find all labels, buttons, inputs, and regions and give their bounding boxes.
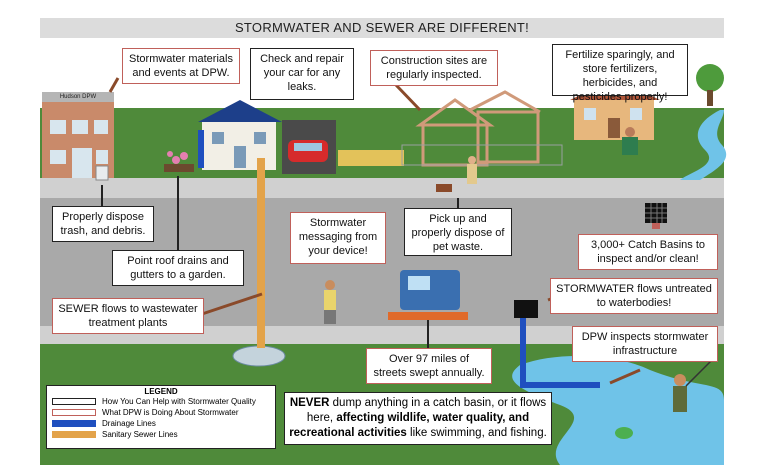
never-dump-message: NEVER dump anything in a catch basin, or… bbox=[284, 392, 552, 445]
callout-dpw-materials: Stormwater materials and events at DPW. bbox=[122, 48, 240, 84]
callout-catch-basins: 3,000+ Catch Basins to inspect and/or cl… bbox=[578, 234, 718, 270]
page-title: STORMWATER AND SEWER ARE DIFFERENT! bbox=[40, 18, 724, 38]
legend-item-dpw: What DPW is Doing About Stormwater bbox=[52, 407, 275, 418]
never-part1: dump anything in a catch basin, or it fl… bbox=[306, 397, 547, 424]
treatment-plant bbox=[232, 345, 286, 367]
hay-bales bbox=[338, 150, 404, 166]
legend-label-drainage: Drainage Lines bbox=[102, 419, 156, 428]
callout-trash: Properly dispose trash, and debris. bbox=[52, 206, 154, 242]
legend-label-sewer: Sanitary Sewer Lines bbox=[102, 430, 178, 439]
legend-item-help: How You Can Help with Stormwater Quality bbox=[52, 396, 275, 407]
dog bbox=[436, 184, 452, 192]
drainage-line-street bbox=[520, 318, 600, 388]
tree bbox=[696, 64, 724, 92]
legend-swatch-sewer bbox=[52, 431, 96, 438]
callout-car-repair: Check and repair your car for any leaks. bbox=[250, 48, 354, 100]
callout-fertilize: Fertilize sparingly, and store fertilize… bbox=[552, 44, 688, 103]
trash-can bbox=[95, 165, 109, 181]
callout-streets-swept: Over 97 miles of streets swept annually. bbox=[366, 348, 492, 384]
callout-dpw-inspects: DPW inspects stormwater infrastructure bbox=[572, 326, 718, 362]
callout-messaging: Stormwater messaging from your device! bbox=[290, 212, 386, 264]
sewer-line bbox=[257, 158, 265, 348]
upper-stream bbox=[680, 110, 727, 180]
legend-label-dpw: What DPW is Doing About Stormwater bbox=[102, 408, 239, 417]
legend-swatch-dpw bbox=[52, 409, 96, 416]
callout-stormwater-flows: STORMWATER flows untreated to waterbodie… bbox=[550, 278, 718, 314]
upper-sidewalk bbox=[40, 178, 724, 198]
legend-swatch-drainage bbox=[52, 420, 96, 427]
legend-item-sewer: Sanitary Sewer Lines bbox=[52, 429, 275, 440]
callout-roof-drains: Point roof drains and gutters to a garde… bbox=[112, 250, 244, 286]
never-lead: NEVER bbox=[289, 397, 330, 409]
legend: LEGEND How You Can Help with Stormwater … bbox=[46, 385, 276, 449]
frog bbox=[615, 427, 633, 439]
fence bbox=[401, 144, 563, 166]
legend-title: LEGEND bbox=[144, 387, 178, 396]
lower-sidewalk bbox=[40, 326, 724, 344]
house-roof bbox=[198, 100, 282, 122]
catch-basin-street bbox=[514, 300, 538, 318]
legend-label-help: How You Can Help with Stormwater Quality bbox=[102, 397, 256, 406]
legend-swatch-help bbox=[52, 398, 96, 405]
callout-sewer-flows: SEWER flows to wastewater treatment plan… bbox=[52, 298, 204, 334]
callout-pet-waste: Pick up and properly dispose of pet wast… bbox=[404, 208, 512, 256]
callout-construction: Construction sites are regularly inspect… bbox=[370, 50, 498, 86]
dpw-building-sign: Hudson DPW bbox=[59, 94, 97, 100]
never-bold: affecting wildlife, water quality, and r… bbox=[289, 412, 530, 439]
legend-item-drainage: Drainage Lines bbox=[52, 418, 275, 429]
never-part2: like swimming, and fishing. bbox=[406, 427, 547, 439]
